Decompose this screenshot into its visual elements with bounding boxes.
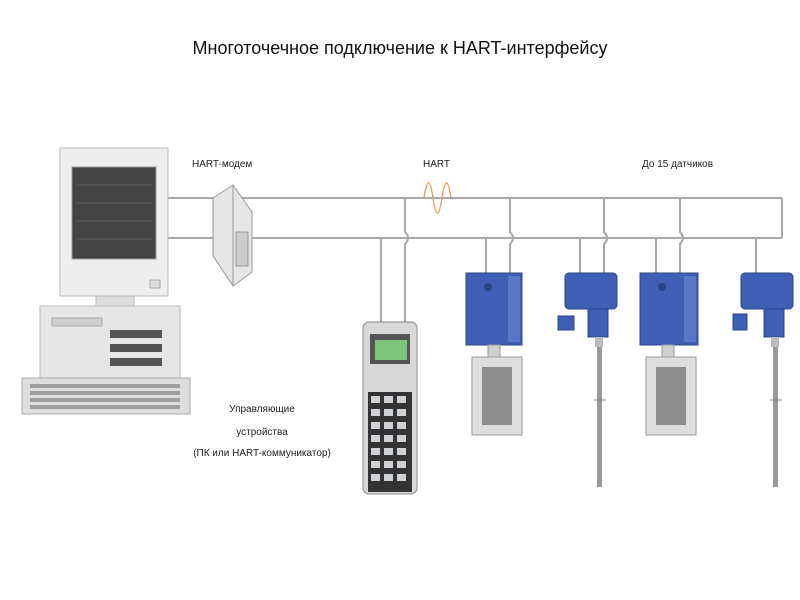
hart-bus	[168, 197, 783, 239]
hart-signal-icon	[423, 182, 452, 214]
pressure-transmitter-icon	[465, 272, 523, 436]
controllers-label-line1: Управляющие	[229, 404, 295, 415]
communicator-keypad	[371, 396, 406, 481]
hart-communicator-icon	[362, 321, 418, 495]
temperature-sensor-icon	[557, 272, 618, 487]
hart-label: HART	[423, 159, 450, 170]
pressure-transmitter-icon	[639, 272, 699, 436]
hart-modem-icon	[212, 184, 253, 287]
temperature-sensor-icon	[732, 272, 794, 487]
controllers-label-line2: устройства	[236, 427, 288, 438]
computer-icon	[21, 147, 191, 415]
slide-title: Многоточечное подключение к HART-интерфе…	[192, 38, 608, 58]
hart-modem-label: HART-модем	[192, 159, 252, 170]
sensors-count-label: До 15 датчиков	[642, 159, 713, 170]
drop-wires	[380, 198, 757, 325]
controllers-label-line3: (ПК или HART-коммуникатор)	[193, 448, 331, 459]
